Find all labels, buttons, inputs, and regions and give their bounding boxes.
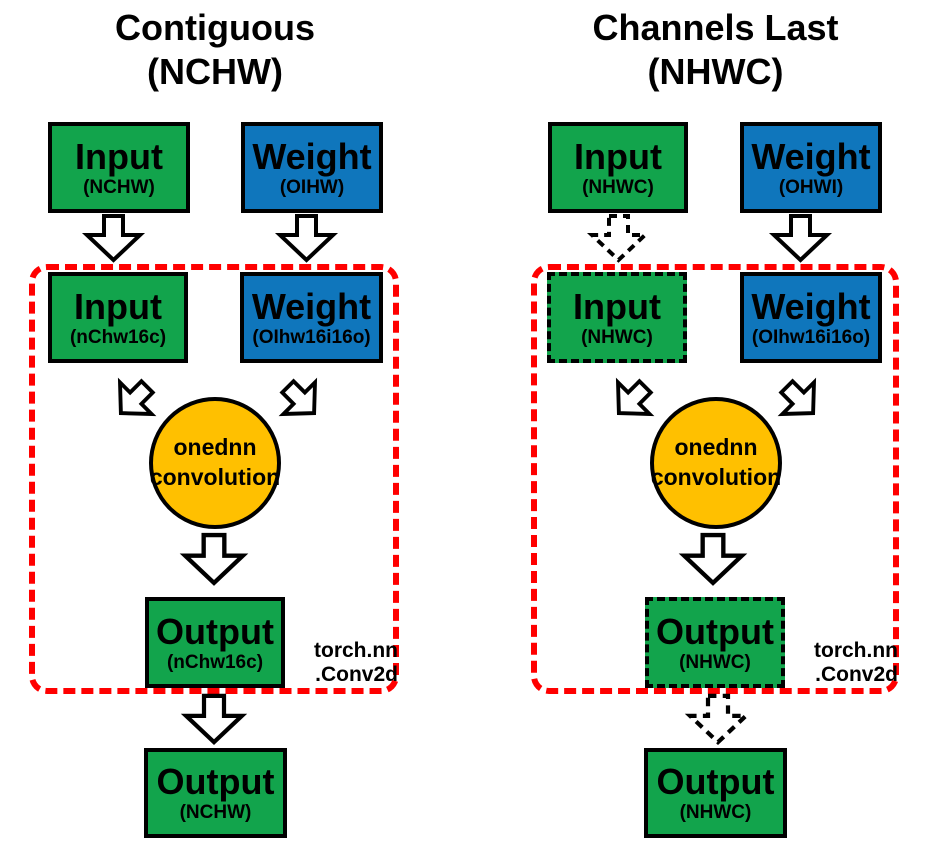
node-format: (NHWC) [679, 802, 752, 823]
down-arrow-icon [180, 693, 248, 746]
onednn-convolution-node-right: onednn convolution [650, 397, 782, 529]
down-arrow-icon [678, 532, 748, 586]
scope-line1: torch.nn [314, 639, 398, 662]
flow-input-to-conv-left [110, 377, 158, 421]
node-label: Output [656, 610, 774, 652]
conv-line2: convolution [149, 464, 281, 490]
dashed-down-arrow-icon [586, 214, 651, 263]
node-format: (OIhw16i16o) [751, 326, 871, 348]
title-line2: (NCHW) [147, 50, 283, 92]
node-label: Input [574, 135, 662, 177]
node-format: (NCHW) [83, 176, 155, 198]
conv-line1: onednn [173, 434, 257, 461]
node-format: (OIHW) [279, 176, 345, 198]
node-label: Input [75, 135, 163, 177]
scope-line2: .Conv2d [315, 663, 398, 687]
flow-weight-to-conv-right [776, 377, 824, 421]
node-output-nchw16c: Output (nChw16c) [145, 597, 285, 688]
node-output-nhwc-inner: Output (NHWC) [645, 597, 785, 688]
conv-line2: convolution [650, 464, 782, 490]
flow-conv-to-output-left [179, 531, 249, 587]
node-label: Input [74, 285, 162, 327]
torch-conv2d-label-left: torch.nn .Conv2d [290, 639, 398, 687]
column-title-channels-last: Channels Last (NHWC) [528, 6, 903, 94]
down-arrow-icon [179, 532, 249, 586]
title-line1: Channels Last [592, 7, 839, 48]
title-line2: (NHWC) [647, 50, 784, 92]
node-label: Output [156, 610, 274, 652]
scope-line1: torch.nn [814, 639, 898, 662]
node-label: Weight [751, 135, 871, 177]
node-format: (OIhw16i16o) [252, 326, 371, 348]
diagonal-arrow-icon [777, 377, 817, 417]
node-weight-ohwi: Weight (OHWI) [740, 122, 882, 213]
node-input-nhwc-top: Input (NHWC) [548, 122, 688, 213]
node-label: Weight [751, 285, 871, 327]
node-format: (NHWC) [679, 651, 751, 673]
diagonal-arrow-icon [278, 377, 318, 417]
column-title-contiguous: Contiguous (NCHW) [30, 6, 400, 94]
node-format: (nChw16c) [166, 651, 264, 673]
node-weight-blocked-right: Weight (OIhw16i16o) [740, 272, 882, 363]
node-format: (NHWC) [581, 326, 653, 348]
node-label: Weight [252, 135, 372, 177]
node-input-nchw: Input (NCHW) [48, 122, 190, 213]
conv2d-scope-outline-left [29, 264, 399, 694]
node-label: Weight [251, 285, 372, 327]
scope-line2: .Conv2d [815, 663, 898, 687]
flow-weight-to-conv-left [277, 377, 325, 421]
flow-scope-to-output-right [684, 692, 752, 746]
node-weight-blocked-left: Weight (OIhw16i16o) [240, 272, 383, 363]
diagonal-arrow-icon [615, 377, 655, 417]
node-weight-oihw: Weight (OIHW) [241, 122, 383, 213]
flow-input-to-conv-right [608, 377, 656, 421]
node-format: (nChw16c) [69, 326, 167, 348]
conv-line1: onednn [674, 434, 758, 461]
flow-conv-to-output-right [678, 531, 748, 587]
down-arrow-icon [81, 214, 146, 263]
flow-scope-to-output-left [180, 692, 248, 746]
node-format: (NHWC) [582, 176, 654, 198]
node-label: Output [156, 761, 275, 802]
node-output-nhwc-bottom: Output (NHWC) [644, 748, 787, 838]
flow-input-to-scope-right [586, 214, 651, 263]
node-input-nhwc-inner: Input (NHWC) [547, 272, 687, 363]
flow-weight-to-scope-left [274, 214, 339, 263]
diagonal-arrow-icon [117, 377, 157, 417]
node-output-nchw: Output (NCHW) [144, 748, 287, 838]
node-input-nchw16c: Input (nChw16c) [48, 272, 188, 363]
dashed-down-arrow-icon [684, 693, 752, 746]
node-format: (OHWI) [778, 176, 844, 198]
conv2d-scope-outline-right [531, 264, 899, 694]
title-line1: Contiguous [115, 7, 315, 48]
onednn-convolution-node-left: onednn convolution [149, 397, 281, 529]
torch-conv2d-label-right: torch.nn .Conv2d [790, 639, 898, 687]
node-label: Output [656, 761, 775, 802]
node-format: (NCHW) [179, 802, 252, 823]
flow-weight-to-scope-right [768, 214, 833, 263]
flow-input-to-scope-left [81, 214, 146, 263]
down-arrow-icon [768, 214, 833, 263]
down-arrow-icon [274, 214, 339, 263]
node-label: Input [573, 285, 661, 327]
